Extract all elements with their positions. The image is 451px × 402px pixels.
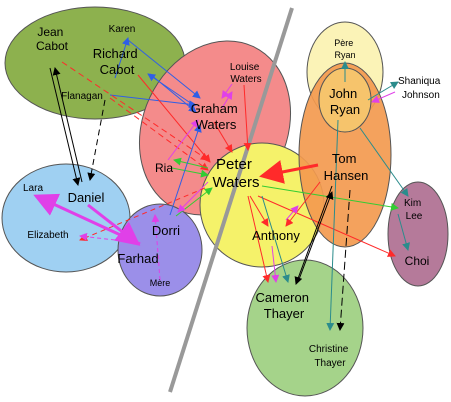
arrow-ria-graham [167,119,199,161]
node-john-ryan: John Ryan [329,86,361,117]
arrow-shaniqua-john [371,91,396,103]
arrow-john-kim [359,127,409,197]
node-dorri: Dorri [152,223,180,238]
arrow-peter-cameron2 [261,195,290,283]
arrow-richard-peter [137,74,211,163]
arrow-flanagan-karen [114,37,130,79]
arrow-peter-elizabeth [79,187,206,242]
divider-line [168,7,294,393]
node-ria: Ria [155,161,173,175]
arrow-anthony-cameron [271,245,280,283]
node-lara: Lara [23,183,43,194]
node-anthony: Anthony [252,228,300,243]
arrow-flanagan-peter [109,97,209,171]
node-flanagan: Flanagan [61,91,103,102]
node-cameron-thayer: Cameron Thayer [255,290,312,321]
node-louise-waters: Louise Waters [230,62,262,85]
node-richard-cabot: Richard Cabot [93,46,141,77]
arrow-flanagan-graham [109,94,197,109]
arrow-ria-peter [171,167,209,178]
arrow-flanagan-daniel [87,99,106,181]
arrow-tom-anthony [285,181,321,227]
arrow-tom-cameron [294,185,333,285]
arrow-karen-graham [127,39,201,99]
arrow-peter-anthony [249,195,269,227]
choi-group-ellipse [387,181,449,287]
node-tom-hansen: Tom Hansen [324,151,369,183]
node-karen: Karen [109,24,136,35]
arrow-farhad-elizabeth [79,232,116,241]
node-choi: Choi [405,254,430,268]
arrow-louise-graham [221,83,233,99]
left-group-ellipse [1,163,131,273]
arrow-kim-choi [397,213,410,251]
arrow-peter-louise [221,91,233,109]
arrow-peter-ria [173,157,209,169]
node-kim-lee: Kim Lee [404,198,424,222]
node-shaniqua-johnson: Shaniqua Johnson [398,76,443,101]
arrow-cameron-tom [297,191,334,283]
node-farhad: Farhad [117,251,158,266]
arrow-john-christine [326,119,339,331]
node-christine-thayer: Christine Thayer [309,344,351,369]
arrow-peter-choi [257,195,396,257]
arrow-peter-dorri [177,181,209,213]
node-mere: Mère [150,278,171,288]
arrows [33,37,410,331]
arrow-graham-richard [147,73,193,105]
node-jean-cabot: Jean Cabot [36,25,69,53]
node-pere-ryan: Père Ryan [334,38,356,60]
arrow-anthony-tom [285,205,299,221]
node-peter-waters: Peter Waters [213,156,260,191]
arrow-graham-peter [213,121,233,153]
arrow-daniel-farhad [87,203,141,246]
node-graham-waters: Graham Waters [191,101,242,132]
arrow-mere-dorri [151,214,161,281]
arrow-louise-peter [243,84,252,151]
arrow-tom-peter [259,160,319,184]
node-daniel: Daniel [68,190,105,205]
arrow-dorri-graham [169,124,202,216]
arrow-daniel-jean [52,67,83,183]
thayer-group-ellipse [246,259,364,397]
arrow-peter-cameron1 [247,195,271,283]
arrow-jean-daniel [49,67,81,186]
node-elizabeth: Elizabeth [27,230,68,241]
